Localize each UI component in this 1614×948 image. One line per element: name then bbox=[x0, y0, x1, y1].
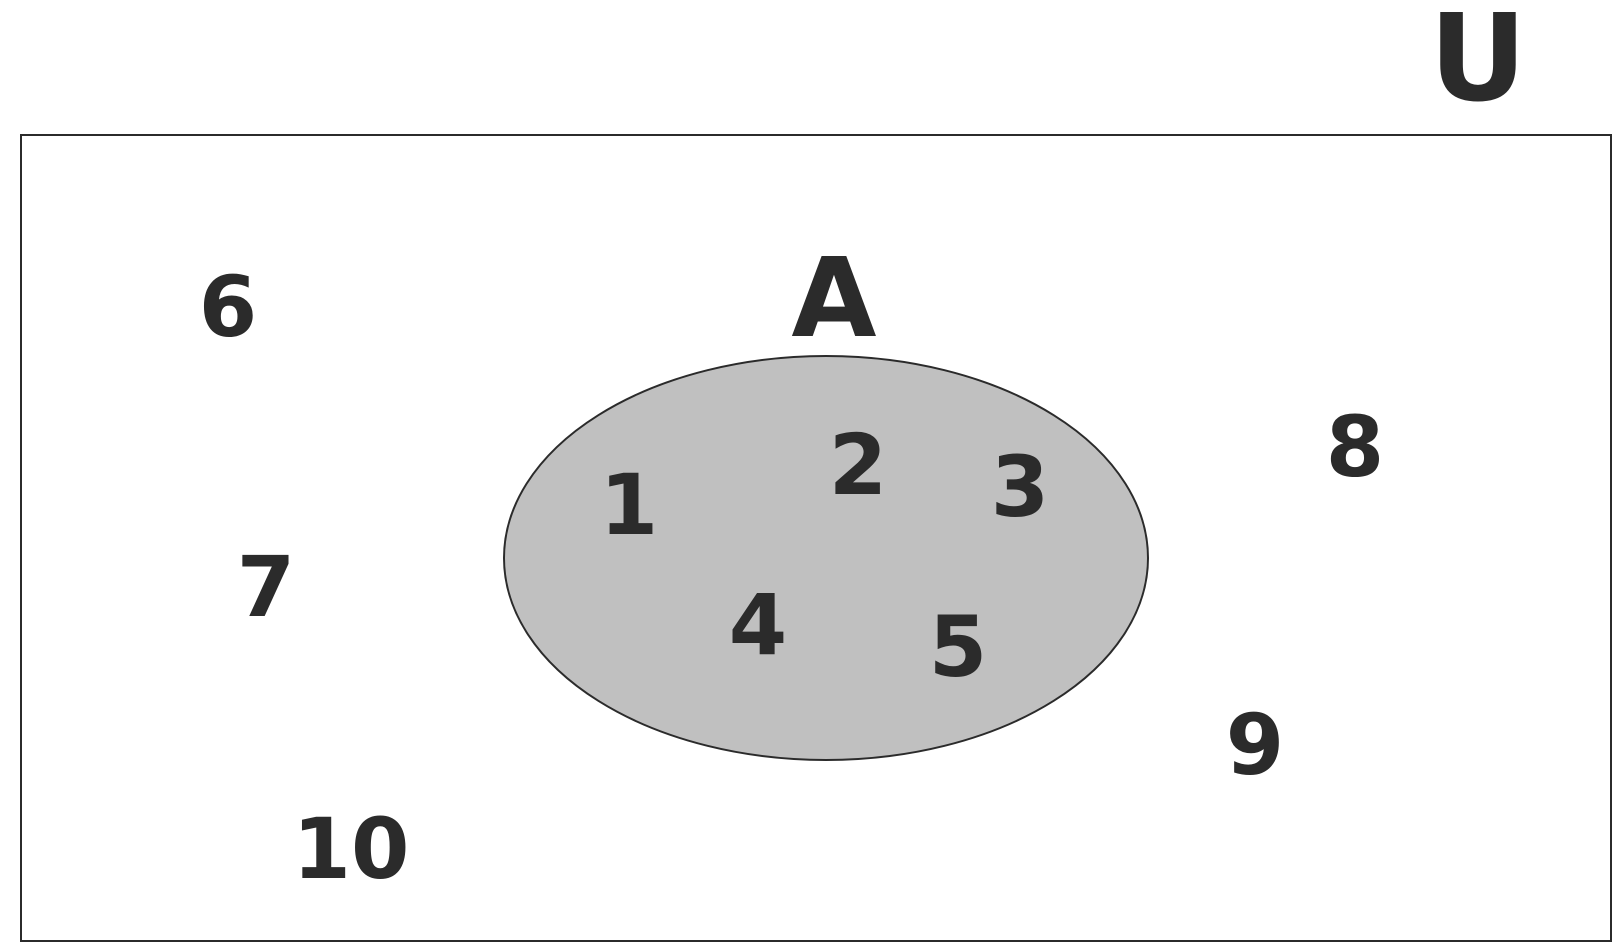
set-a-ellipse bbox=[503, 355, 1149, 761]
universe-element: 9 bbox=[1226, 696, 1284, 794]
universe-label: U bbox=[1429, 0, 1526, 129]
set-a-element: 1 bbox=[600, 456, 658, 554]
universe-element: 6 bbox=[199, 258, 257, 356]
universe-element: 7 bbox=[237, 538, 295, 636]
set-a-element: 4 bbox=[729, 576, 787, 674]
set-a-label: A bbox=[791, 234, 876, 362]
set-a-element: 3 bbox=[991, 438, 1049, 536]
set-a-element: 5 bbox=[929, 598, 987, 696]
universe-element: 10 bbox=[293, 800, 410, 898]
universe-element: 8 bbox=[1326, 398, 1384, 496]
set-a-element: 2 bbox=[829, 416, 887, 514]
